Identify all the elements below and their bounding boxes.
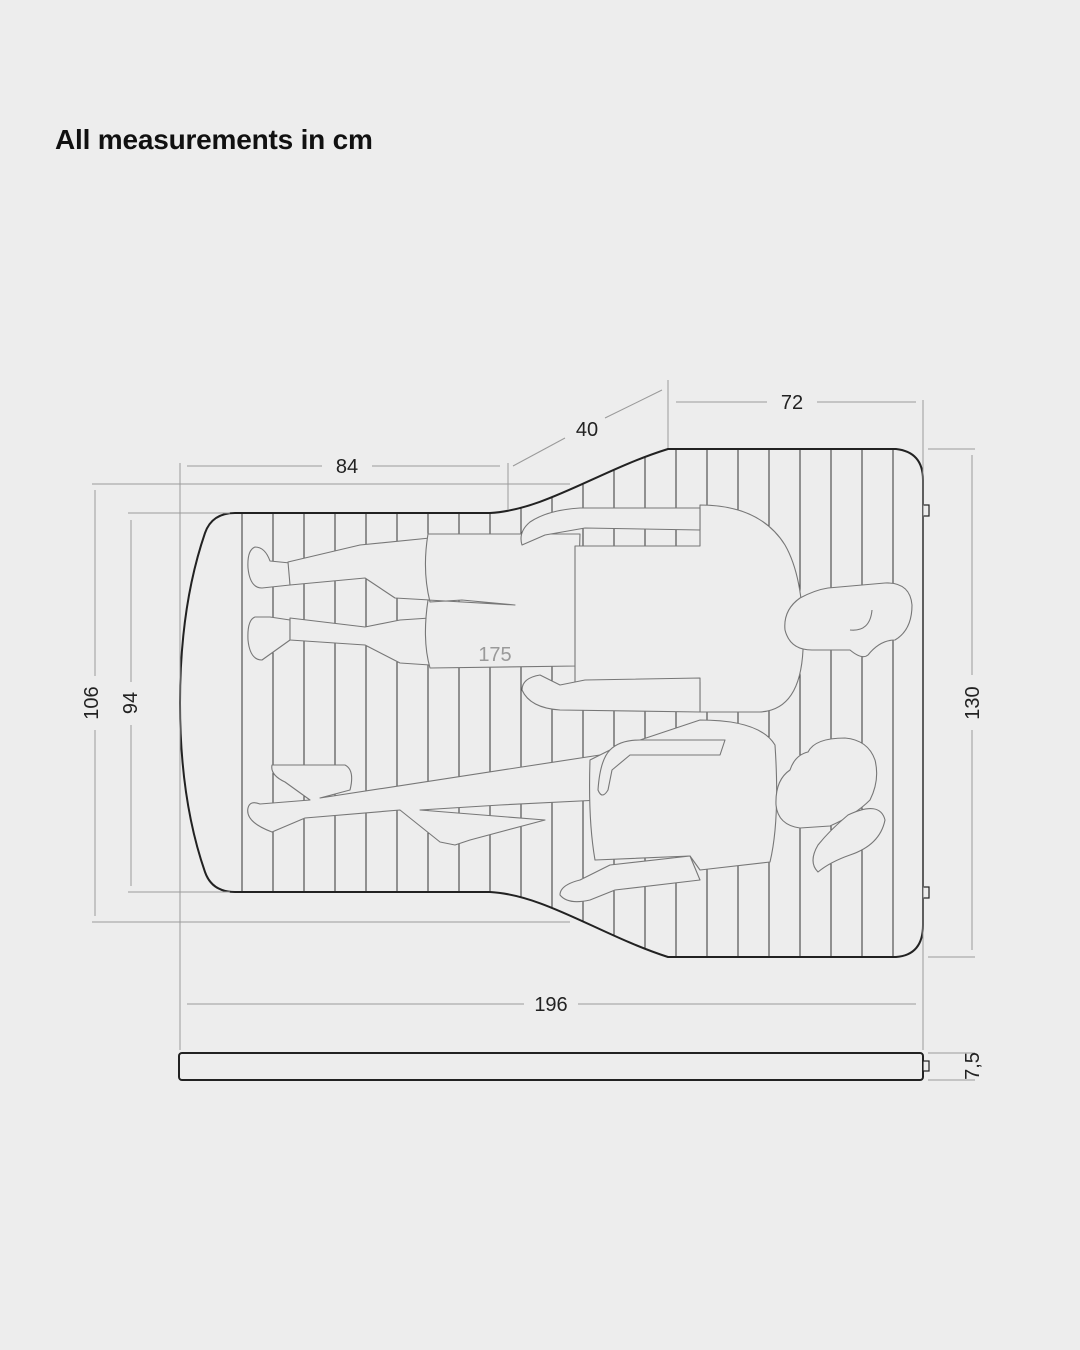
dimension-94: 94 (120, 512, 230, 893)
dimension-106-label: 106 (81, 686, 103, 719)
dimension-40: 40 (512, 389, 663, 467)
mattress-outline (178, 448, 924, 958)
page-title: All measurements in cm (55, 124, 373, 155)
person-top-foot-lower (247, 616, 291, 661)
person-top-foot-upper (247, 546, 291, 589)
dimension-72: 72 (667, 380, 924, 1050)
person-bottom (247, 719, 886, 903)
dimension-130: 130 (928, 448, 984, 958)
dimension-thickness: 7,5 (928, 1052, 984, 1081)
mattress-side-profile (178, 1052, 930, 1081)
person-top-head (784, 582, 913, 658)
person-bottom-hair (812, 808, 886, 873)
person-bottom-legs (247, 754, 601, 846)
dimension-130-label: 130 (962, 686, 984, 719)
dimension-40-label: 40 (576, 419, 598, 441)
person-bottom-arm-lower (559, 855, 701, 903)
person-bottom-head (775, 737, 878, 829)
valve-top (922, 504, 930, 517)
dimension-thickness-label: 7,5 (962, 1052, 984, 1080)
dimension-72-label: 72 (781, 392, 803, 414)
person-height-label: 175 (478, 644, 511, 666)
person-top-torso (574, 504, 804, 713)
dimension-84-label: 84 (336, 456, 358, 478)
person-top-arm-lower (521, 674, 701, 713)
person-top-arm-upper (520, 507, 701, 546)
dimension-94-label: 94 (120, 692, 142, 714)
person-top-legs (287, 537, 431, 666)
dimension-196: 196 (187, 994, 916, 1016)
person-top (247, 504, 913, 713)
dimension-106: 106 (81, 483, 570, 923)
person-top-shorts (424, 533, 581, 669)
dimension-84: 84 (179, 456, 509, 1050)
person-bottom-arm-upper (597, 739, 726, 796)
valve-bottom (922, 886, 930, 899)
person-bottom-torso (589, 719, 778, 871)
dimension-196-label: 196 (534, 994, 567, 1016)
